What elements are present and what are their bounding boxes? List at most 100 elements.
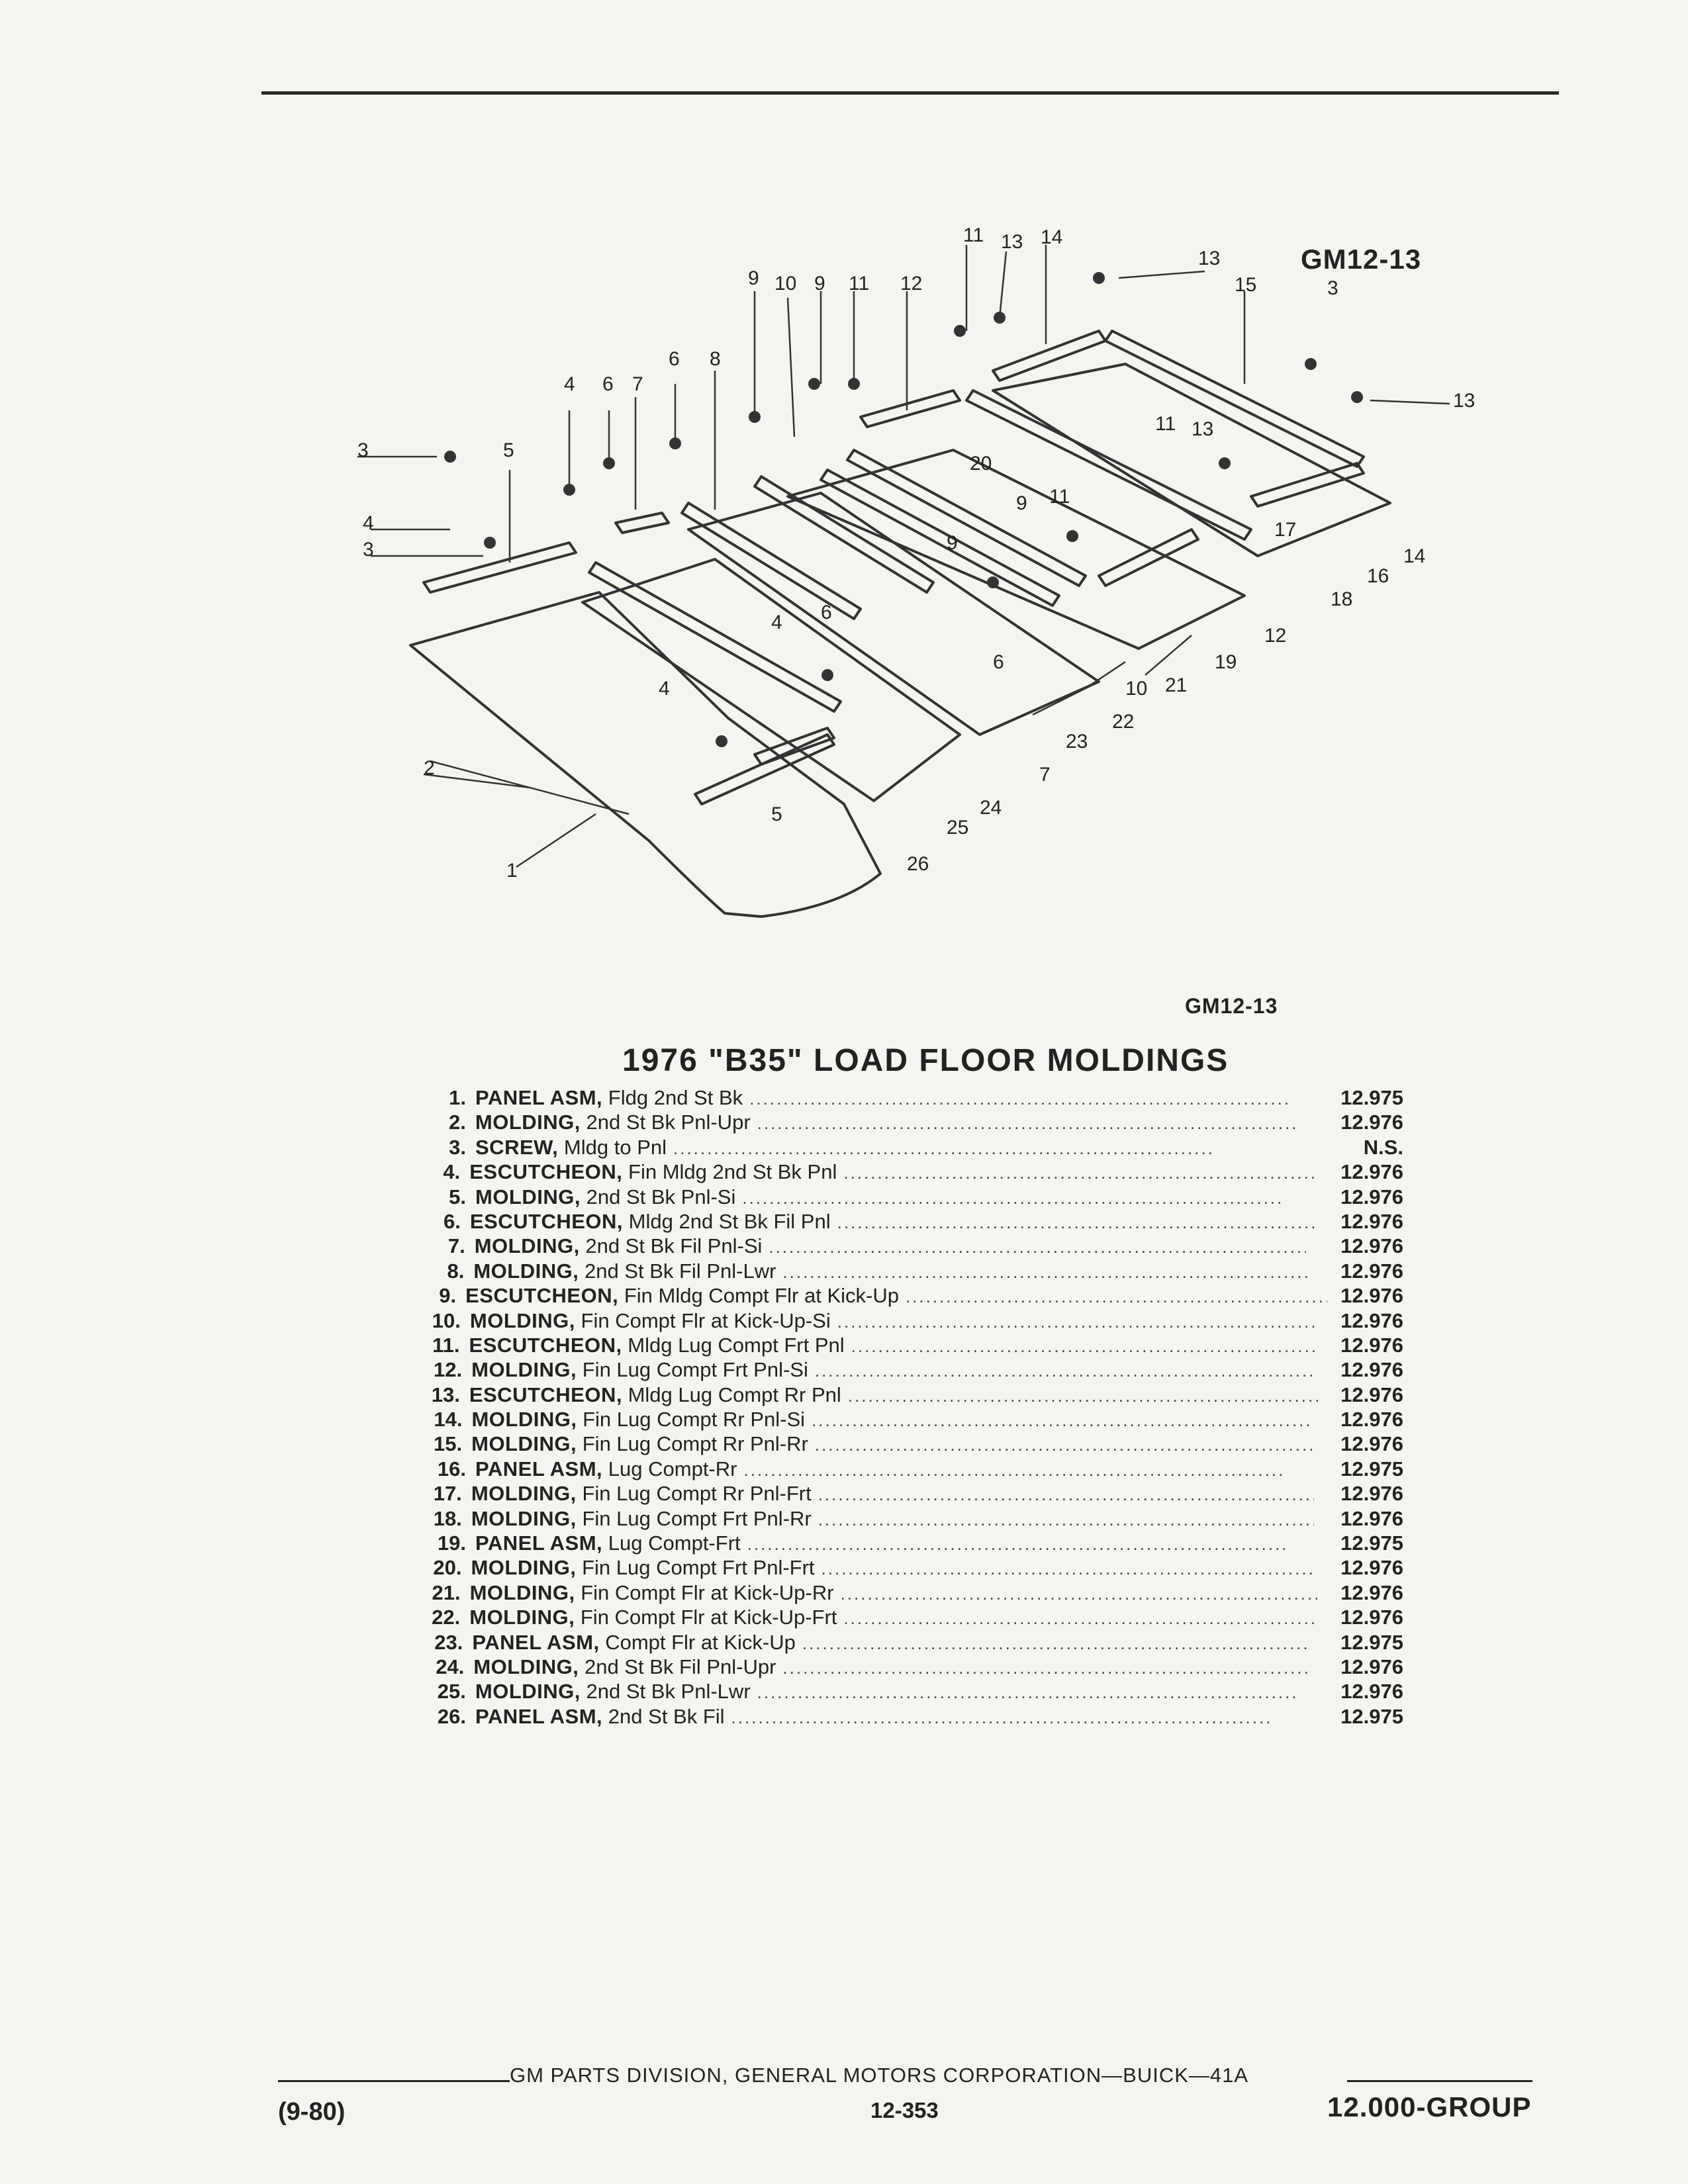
part-group-code: 12.976 (1340, 1111, 1404, 1134)
part-group-code: 12.976 (1340, 1655, 1403, 1678)
leader-dots: ........................................… (843, 1163, 1317, 1183)
svg-text:16: 16 (1367, 565, 1389, 587)
part-group-code: 12.976 (1340, 1284, 1403, 1308)
part-description: MOLDING, 2nd St Bk Pnl-Lwr (475, 1679, 751, 1704)
part-number: 2. (449, 1111, 466, 1134)
part-description: ESCUTCHEON, Mldg Lug Compt Rr Pnl (469, 1383, 841, 1407)
part-group-code: 12.976 (1340, 1580, 1404, 1604)
part-name: MOLDING, (475, 1680, 581, 1704)
part-name: MOLDING, (475, 1185, 581, 1208)
panel-2nd-seat-back-filler (581, 558, 961, 802)
part-detail: Fin Compt Flr at Kick-Up-Rr (581, 1580, 834, 1604)
part-detail: Fin Mldg Compt Flr at Kick-Up (624, 1284, 899, 1308)
panel-kick-up (687, 492, 1100, 736)
part-row: 8.MOLDING, 2nd St Bk Fil Pnl-Lwr........… (424, 1259, 1403, 1283)
svg-text:4: 4 (363, 512, 374, 534)
part-row: 22.MOLDING, Fin Compt Flr at Kick-Up-Frt… (424, 1605, 1403, 1629)
svg-text:4: 4 (771, 612, 782, 633)
part-name: MOLDING, (475, 1111, 581, 1134)
svg-text:18: 18 (1331, 588, 1352, 610)
part-detail: Lug Compt-Frt (608, 1531, 741, 1555)
part-row: 23.PANEL ASM, Compt Flr at Kick-Up......… (424, 1630, 1403, 1655)
leader-dots: ........................................… (802, 1633, 1311, 1653)
part-description: PANEL ASM, Lug Compt-Rr (475, 1457, 737, 1481)
part-row: 13.ESCUTCHEON, Mldg Lug Compt Rr Pnl....… (424, 1383, 1403, 1407)
part-name: MOLDING, (471, 1358, 577, 1382)
part-name: PANEL ASM, (475, 1457, 603, 1480)
footer-group: 12.000-GROUP (1327, 2091, 1532, 2122)
part-description: MOLDING, Fin Lug Compt Frt Pnl-Si (471, 1357, 808, 1382)
part-number: 5. (449, 1185, 466, 1208)
molding-strip-12 (1250, 462, 1365, 508)
part-group-code: 12.975 (1340, 1630, 1403, 1654)
part-detail: Fin Lug Compt Frt Pnl-Rr (582, 1506, 812, 1530)
part-group-code: 12.976 (1340, 1506, 1403, 1530)
part-number: 3. (449, 1135, 466, 1159)
part-number: 11. (432, 1333, 460, 1357)
part-detail: Fin Compt Flr at Kick-Up-Frt (580, 1606, 837, 1629)
svg-text:5: 5 (503, 439, 514, 461)
leader-dots: ........................................… (837, 1311, 1317, 1332)
part-name: MOLDING, (469, 1580, 575, 1604)
part-name: MOLDING, (473, 1655, 579, 1678)
part-name: MOLDING, (471, 1556, 577, 1580)
page-title: 1976 "B35" LOAD FLOOR MOLDINGS (622, 1043, 1229, 1078)
part-name: MOLDING, (471, 1408, 577, 1432)
part-group-code: 12.976 (1340, 1234, 1403, 1258)
svg-text:13: 13 (1192, 418, 1213, 440)
svg-text:3: 3 (363, 539, 374, 561)
part-detail: Mldg 2nd St Bk Fil Pnl (628, 1209, 831, 1233)
part-number: 23. (434, 1630, 463, 1654)
part-group-code: 12.976 (1340, 1606, 1403, 1629)
part-group-code: 12.976 (1340, 1680, 1404, 1704)
part-group-code: 12.976 (1340, 1432, 1403, 1456)
leader-dots: ........................................… (905, 1287, 1327, 1307)
part-description: MOLDING, 2nd St Bk Pnl-Si (475, 1185, 735, 1209)
part-row: 1.PANEL ASM, Fldg 2nd St Bk.............… (424, 1085, 1403, 1110)
part-row: 21.MOLDING, Fin Compt Flr at Kick-Up-Rr.… (424, 1580, 1403, 1605)
molding-strip-9 (846, 449, 1087, 587)
part-row: 16.PANEL ASM, Lug Compt-Rr..............… (424, 1457, 1403, 1481)
part-name: MOLDING, (471, 1482, 577, 1506)
part-group-code: 12.976 (1340, 1160, 1403, 1184)
svg-text:20: 20 (970, 453, 992, 475)
part-detail: 2nd St Bk Fil Pnl-Upr (584, 1655, 776, 1678)
part-description: MOLDING, Fin Lug Compt Rr Pnl-Rr (471, 1432, 808, 1456)
part-group-code: 12.976 (1340, 1408, 1403, 1432)
part-row: 4.ESCUTCHEON, Fin Mldg 2nd St Bk Pnl....… (424, 1160, 1403, 1184)
part-group-code: 12.976 (1340, 1333, 1403, 1357)
part-description: MOLDING, Fin Compt Flr at Kick-Up-Rr (470, 1580, 834, 1605)
part-description: PANEL ASM, 2nd St Bk Fil (475, 1704, 725, 1729)
part-detail: 2nd St Bk Fil Pnl-Si (585, 1234, 763, 1258)
part-group-code: 12.976 (1340, 1185, 1403, 1208)
part-number: 21. (432, 1580, 461, 1604)
part-name: MOLDING, (471, 1506, 577, 1530)
part-name: MOLDING, (469, 1606, 575, 1629)
part-detail: 2nd St Bk Pnl-Upr (586, 1111, 751, 1134)
part-description: MOLDING, Fin Lug Compt Rr Pnl-Si (471, 1407, 805, 1432)
leader-dots: ........................................… (814, 1361, 1313, 1381)
leader-dots: ........................................… (749, 1089, 1291, 1109)
part-row: 25.MOLDING, 2nd St Bk Pnl-Lwr...........… (424, 1679, 1403, 1704)
molding-strip-11 (1098, 528, 1199, 587)
leader-dots: ........................................… (757, 1113, 1299, 1134)
part-description: PANEL ASM, Fldg 2nd St Bk (475, 1085, 743, 1110)
molding-strip-3 (680, 502, 862, 620)
leader-dots: ........................................… (851, 1336, 1319, 1356)
svg-text:21: 21 (1165, 674, 1187, 696)
leader-dots: ........................................… (743, 1459, 1286, 1480)
svg-text:6: 6 (602, 373, 614, 395)
part-number: 17. (433, 1482, 462, 1506)
molding-strip-10 (820, 469, 1060, 607)
part-number: 25. (437, 1680, 466, 1704)
part-number: 7. (447, 1234, 465, 1258)
part-description: MOLDING, Fin Lug Compt Rr Pnl-Frt (471, 1481, 812, 1506)
molding-strip-15 (588, 561, 842, 713)
molding-strip-4 (753, 475, 935, 594)
svg-text:9: 9 (947, 532, 958, 554)
svg-text:11: 11 (849, 273, 869, 295)
svg-text:26: 26 (907, 853, 929, 875)
part-row: 11.ESCUTCHEON, Mldg Lug Compt Frt Pnl...… (424, 1333, 1403, 1357)
part-row: 26.PANEL ASM, 2nd St Bk Fil.............… (424, 1704, 1403, 1729)
